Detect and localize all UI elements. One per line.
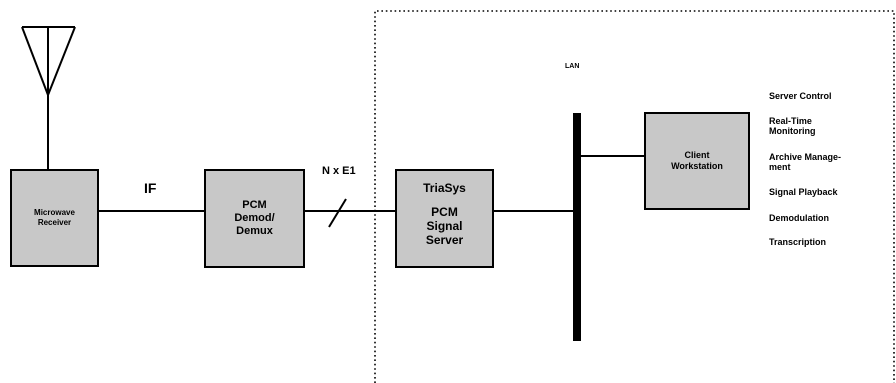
pcm-demod-box: PCM Demod/ Demux xyxy=(204,169,305,268)
lan-bus xyxy=(573,113,581,341)
feature-real-time-monitoring: Real-Time Monitoring xyxy=(769,116,816,136)
if-label: IF xyxy=(144,180,157,196)
link-label: N x E1 xyxy=(322,165,356,177)
antenna-icon xyxy=(21,26,76,170)
microwave-receiver-label-line1: Microwave xyxy=(34,208,75,217)
client-workstation-label-line2: Workstation xyxy=(671,161,723,171)
feature-server-control: Server Control xyxy=(769,91,832,101)
feature-ment-text: ment xyxy=(769,162,791,172)
signal-server-box: TriaSys PCM Signal Server xyxy=(395,169,494,268)
feature-demodulation-text: Demodulation xyxy=(769,213,829,223)
pcm-demod-label-line2: Demod/ xyxy=(234,212,275,224)
feature-signal-playback-text: Signal Playback xyxy=(769,187,838,197)
feature-transcription-text: Transcription xyxy=(769,237,827,247)
e1-slash-mark xyxy=(328,198,347,228)
client-workstation-box: Client Workstation xyxy=(644,112,750,210)
lan-label: LAN xyxy=(565,63,580,70)
feature-signal-playback: Signal Playback xyxy=(769,187,838,197)
feature-transcription: Transcription xyxy=(769,237,826,247)
workstation-boundary xyxy=(374,10,895,383)
pcm-demod-label-line3: Demux xyxy=(236,225,273,237)
client-workstation-label-line1: Client xyxy=(684,150,710,160)
signal-server-brand: TriaSys xyxy=(423,181,466,195)
feature-demodulation: Demodulation xyxy=(769,213,829,223)
feature-monitoring-text: Monitoring xyxy=(769,126,816,136)
feature-archive-manage-text: Archive Manage- xyxy=(769,152,842,162)
feature-server-control-text: Server Control xyxy=(769,91,832,101)
feature-real-time-text: Real-Time xyxy=(769,116,812,126)
microwave-receiver-box: Microwave Receiver xyxy=(10,169,99,267)
signal-server-label-line3: Server xyxy=(425,233,464,247)
microwave-receiver-label-line2: Receiver xyxy=(37,218,72,227)
signal-server-label-line2: Signal xyxy=(426,219,463,233)
feature-archive-management: Archive Manage- ment xyxy=(769,152,841,172)
pcm-demod-label-line1: PCM xyxy=(242,199,267,211)
signal-server-label-line1: PCM xyxy=(431,205,458,219)
